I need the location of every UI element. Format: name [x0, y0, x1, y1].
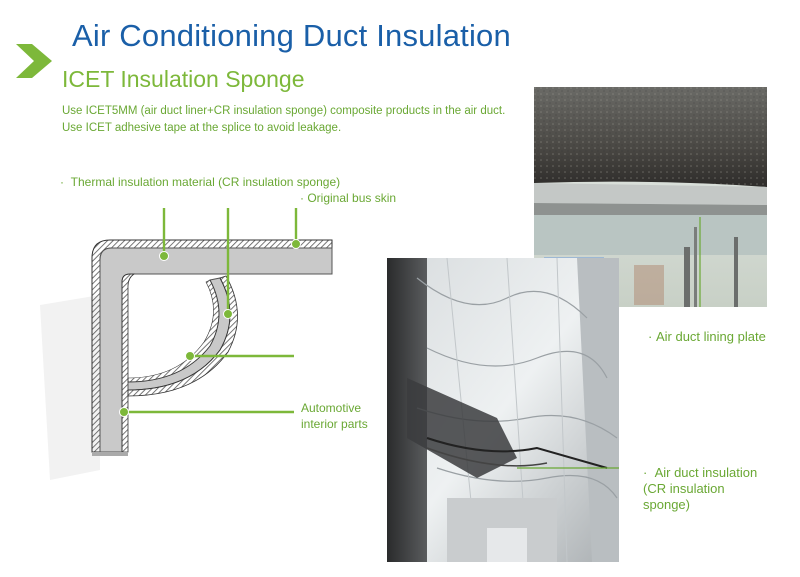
page-title: Air Conditioning Duct Insulation	[72, 18, 511, 53]
section-description: Use ICET5MM (air duct liner+CR insulatio…	[62, 105, 506, 134]
label-interior-parts: Automotive interior parts	[301, 401, 368, 431]
bullet: ·	[643, 465, 648, 480]
label-lining-plate: · Air duct lining plate	[648, 329, 766, 344]
bullet: ·	[300, 191, 304, 205]
label-duct-insulation: · Air duct insulation (CR insulation spo…	[643, 465, 758, 512]
label-bus-skin: · Original bus skin	[300, 191, 397, 205]
duct-insulation-photo	[387, 258, 619, 562]
chevron-right-icon	[16, 44, 52, 78]
section-subtitle: ICET Insulation Sponge	[62, 66, 305, 92]
label-thermal-insulation: · Thermal insulation material (CR insula…	[60, 175, 341, 189]
duct-cross-section-diagram	[40, 208, 333, 480]
bullet: ·	[60, 175, 64, 189]
bullet: ·	[648, 329, 653, 344]
